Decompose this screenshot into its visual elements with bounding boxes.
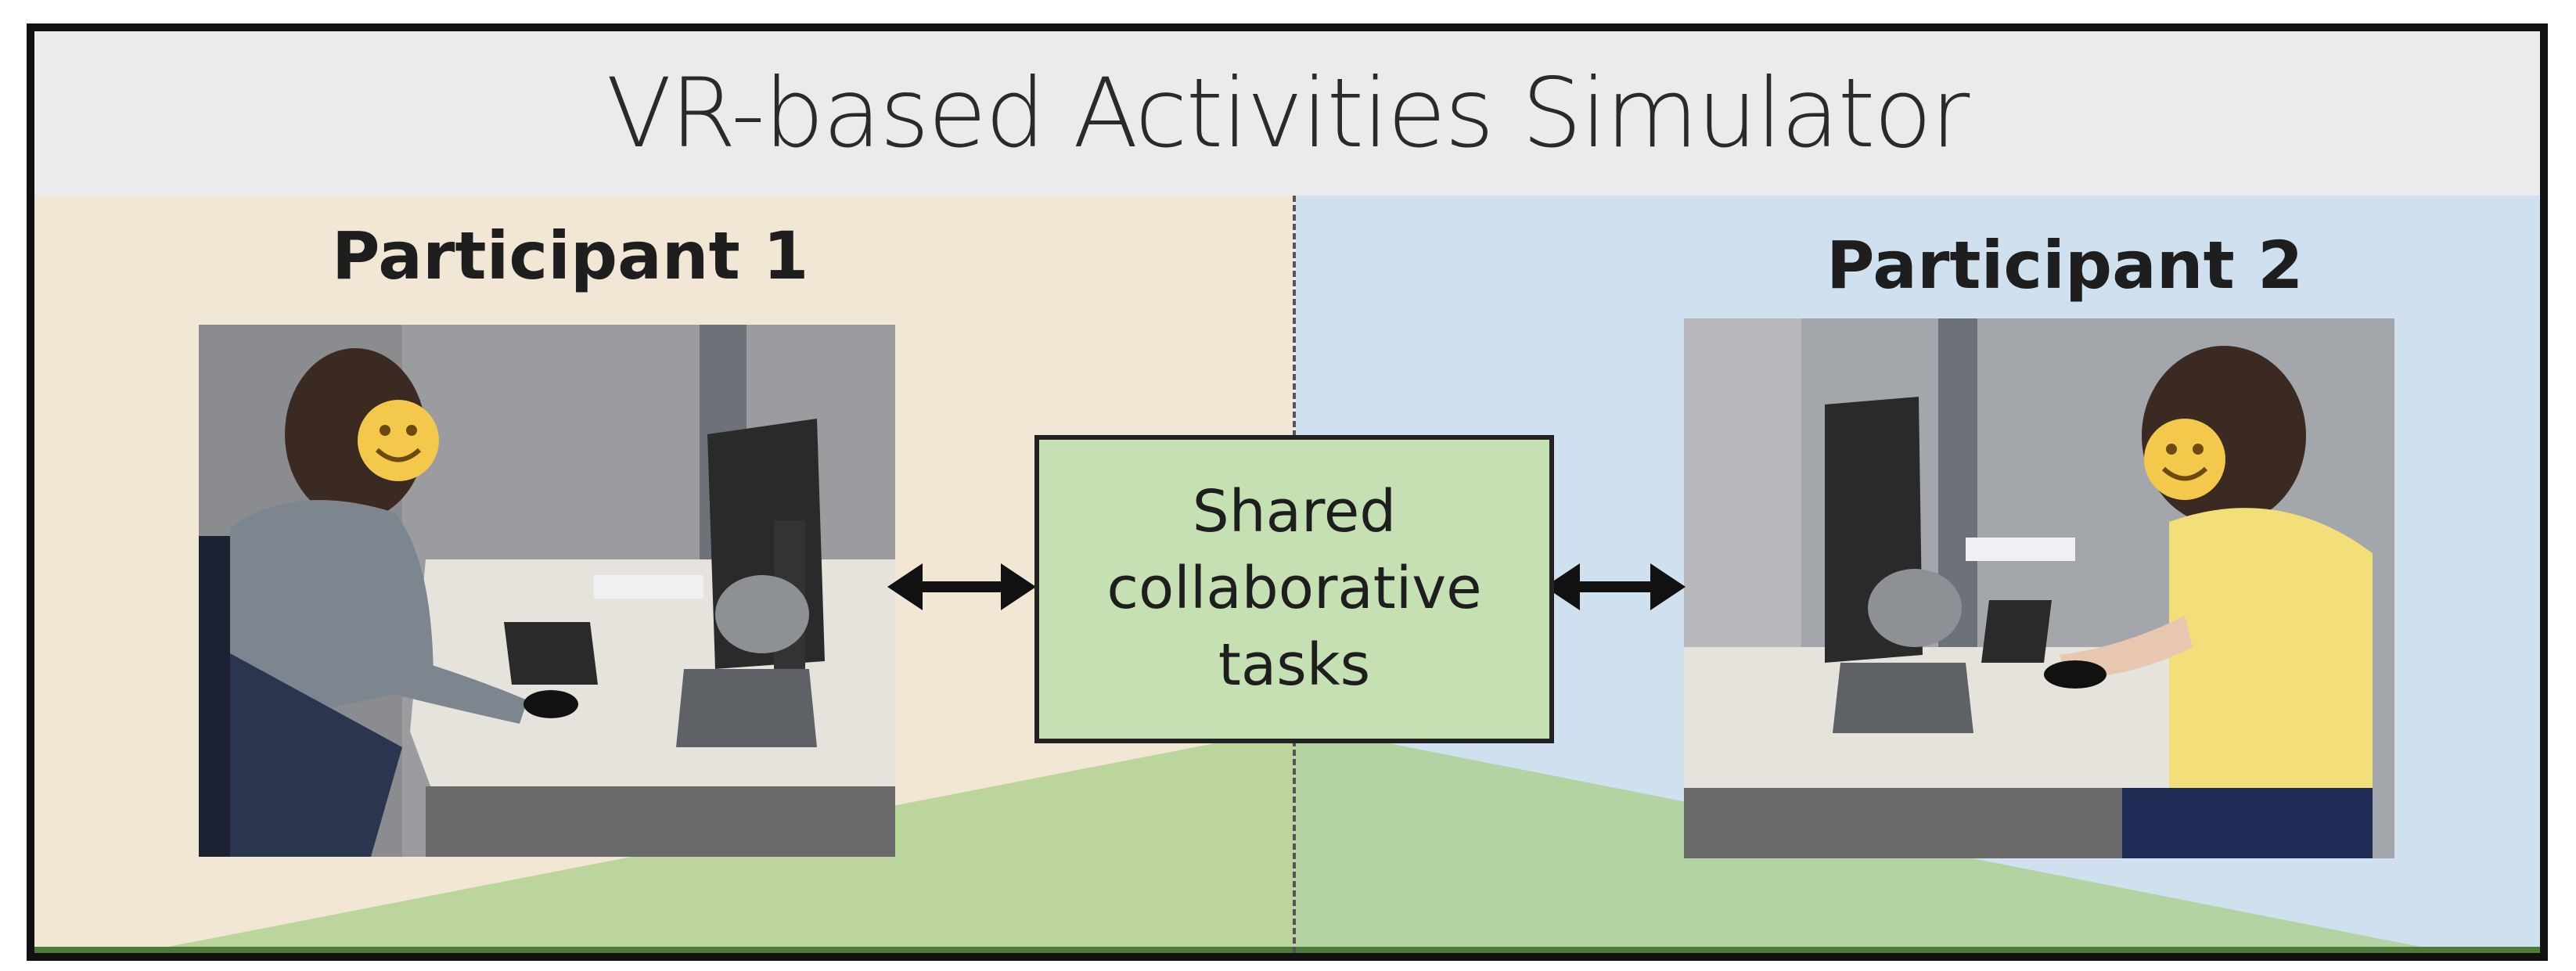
participant-2-photo (1684, 318, 2394, 858)
shared-tasks-label: Shared collaborative tasks (1106, 478, 1482, 699)
right-double-arrow (1545, 563, 1686, 610)
left-double-arrow (887, 563, 1036, 610)
title-bar: VR-based Activities Simulator (34, 31, 2540, 196)
participant-1-label: Participant 1 (332, 218, 809, 294)
diagram-frame: VR-based Activities Simulator Participan… (27, 23, 2548, 961)
shared-tasks-box: Shared collaborative tasks (1034, 435, 1554, 743)
participant-2-label: Participant 2 (1826, 227, 2304, 304)
diagram-title: VR-based Activities Simulator (606, 58, 1970, 169)
participant-1-photo (199, 325, 895, 857)
